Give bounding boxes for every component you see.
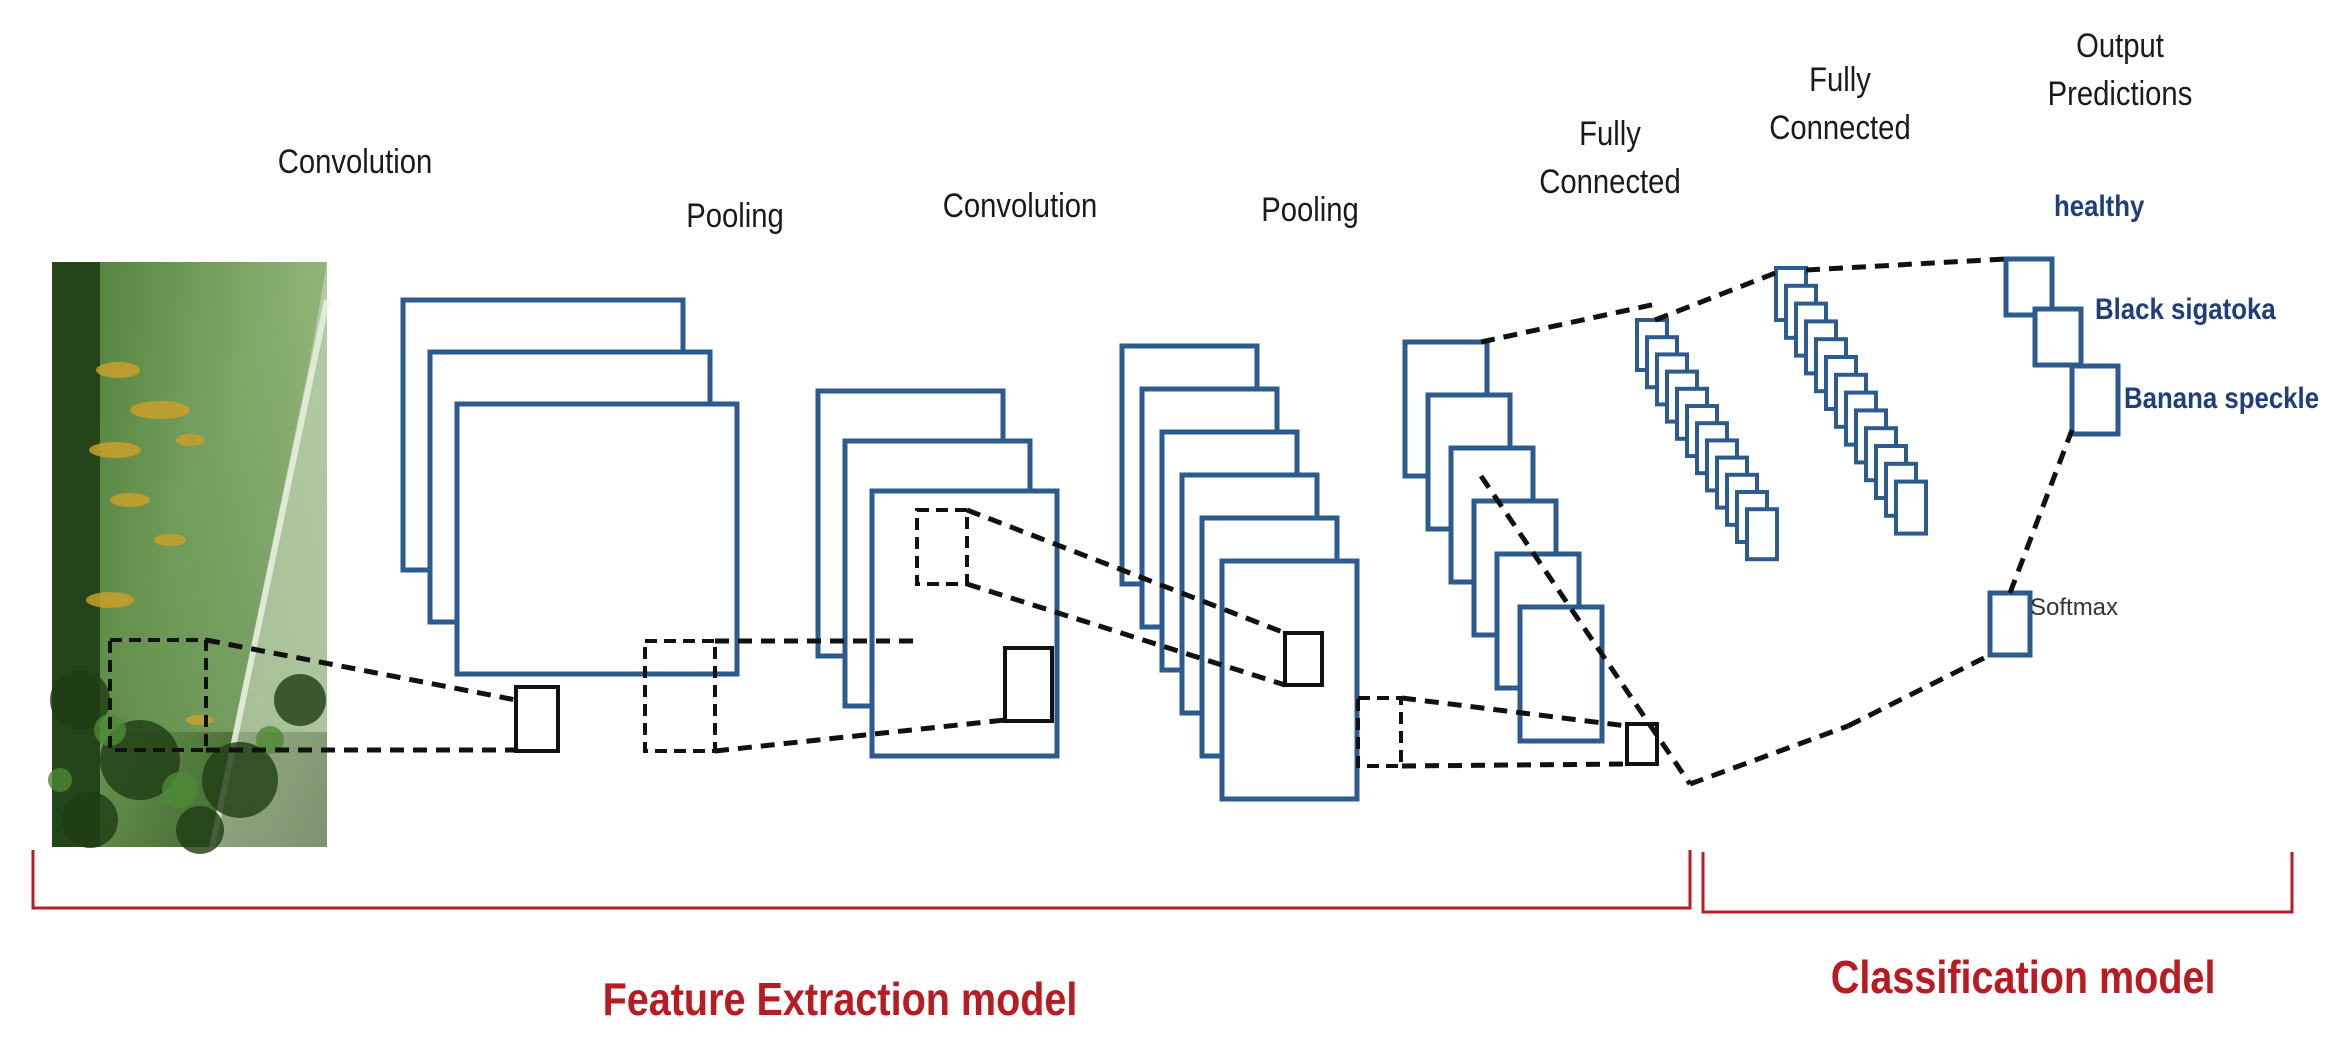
conv1-map-3: [454, 401, 740, 677]
label-output-predictions: Output Predictions: [2047, 27, 2193, 113]
class-label-black-sigatoka: Black sigatoka: [2095, 293, 2276, 326]
section-brackets: [31, 850, 2294, 914]
connector-line-11: [1654, 269, 1779, 323]
input-receptive-field: [108, 638, 208, 752]
connector-line-6: [966, 581, 1286, 688]
fc1-map-12: [1745, 507, 1779, 562]
connector-line-8: [1401, 761, 1628, 769]
conv2-patch: [1003, 646, 1054, 723]
connector-line-5: [966, 507, 1286, 636]
pool1-window: [643, 639, 717, 753]
label-fully-connected-1: Fully Connected: [1539, 115, 1681, 201]
pool2-window: [1356, 696, 1403, 768]
connector-line-12: [1689, 723, 1849, 787]
layer-stacks: [400, 256, 2121, 802]
bracket-feature-extraction: [31, 850, 1692, 910]
connector-line-14: [1846, 652, 1992, 729]
label-pooling-1: Pooling: [686, 197, 784, 235]
class-label-banana-speckle: Banana speckle: [2124, 382, 2320, 415]
connector-line-15: [2007, 429, 2075, 594]
softmax-box: [1987, 590, 2033, 658]
conv2-map-6: [1219, 558, 1360, 802]
output-box-banana-speckle: [2069, 363, 2121, 437]
label-fully-connected-2: Fully Connected: [1769, 61, 1911, 147]
label-convolution-1: Convolution: [277, 143, 433, 181]
bracket-classification: [1701, 852, 2294, 914]
connector-line-7: [1401, 695, 1628, 729]
pool1-map-3: [869, 488, 1060, 759]
section-label-feature-extraction: Feature Extraction model: [602, 973, 1078, 1025]
connection-lines: [108, 256, 2075, 787]
label-convolution-2: Convolution: [942, 187, 1098, 225]
label-pooling-2: Pooling: [1261, 191, 1359, 229]
conv1-patch: [514, 685, 560, 753]
connector-line-9: [1480, 301, 1657, 345]
output-box-healthy: [2003, 256, 2055, 318]
pool2-map-6: [1517, 604, 1605, 744]
pool2-patch: [1283, 631, 1324, 687]
input-leaf-image: [48, 262, 330, 854]
connector-line-13: [1805, 256, 2007, 273]
fc2-map-13: [1894, 479, 1928, 536]
class-label-healthy: healthy: [2054, 190, 2145, 223]
fc1-patch: [1625, 722, 1659, 766]
label-softmax: Softmax: [2030, 594, 2119, 621]
connector-line-10: [1478, 474, 1693, 786]
conv2-input-window: [915, 508, 969, 586]
section-label-classification: Classification model: [1830, 951, 2216, 1003]
output-box-black-sigatoka: [2032, 306, 2084, 368]
connector-line-4: [714, 717, 1006, 754]
connector-line-1: [205, 637, 517, 703]
